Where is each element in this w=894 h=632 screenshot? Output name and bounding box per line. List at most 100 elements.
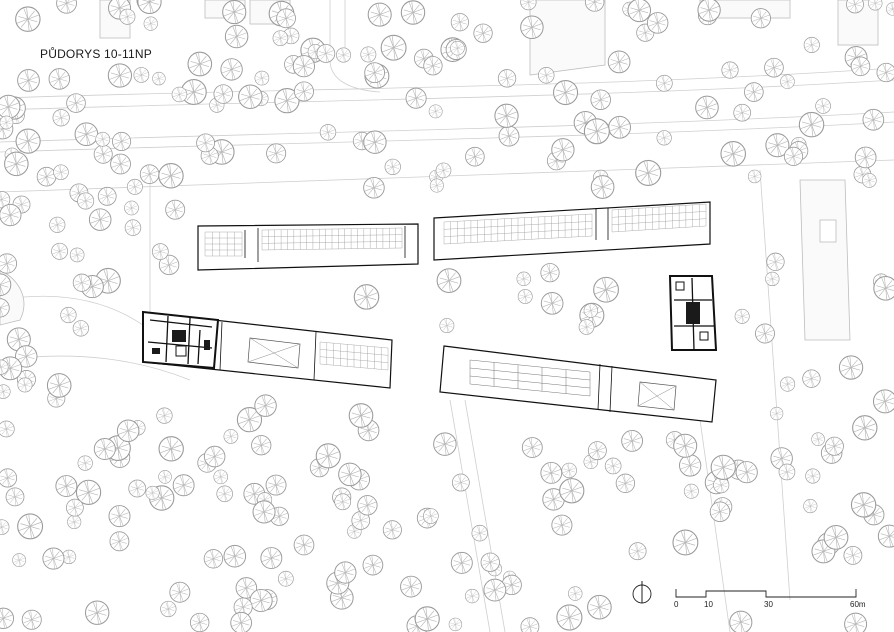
tree-canopy-icon <box>498 125 520 147</box>
tree-canopy-icon <box>764 57 784 78</box>
tree-canopy-icon <box>766 252 785 271</box>
tree-canopy-icon <box>72 320 89 337</box>
tree-canopy-icon <box>0 384 11 399</box>
tree-canopy-icon <box>293 81 314 102</box>
tree-canopy-icon <box>77 192 95 210</box>
tree-canopy-icon <box>17 377 33 393</box>
tree-canopy-icon <box>363 176 385 199</box>
tree-canopy-icon <box>292 55 315 78</box>
tree-canopy-icon <box>187 51 213 77</box>
tree-canopy-icon <box>116 419 140 442</box>
tree-canopy-icon <box>56 0 77 14</box>
tree-canopy-icon <box>93 438 116 460</box>
tree-canopy-icon <box>5 487 25 507</box>
tree-canopy-icon <box>220 58 243 81</box>
tree-canopy-icon <box>69 247 85 263</box>
tree-canopy-icon <box>729 610 753 632</box>
building-tower <box>668 275 718 351</box>
tree-canopy-icon <box>798 111 825 138</box>
tree-canopy-icon <box>844 612 868 632</box>
tree-canopy-icon <box>877 524 894 548</box>
tree-canopy-icon <box>780 74 795 89</box>
tree-canopy-icon <box>815 98 831 114</box>
tree-canopy-icon <box>128 479 147 498</box>
tree-canopy-icon <box>873 275 894 301</box>
tree-canopy-icon <box>583 118 610 145</box>
tree-canopy-icon <box>578 319 595 335</box>
tree-canopy-icon <box>590 89 611 111</box>
tree-canopy-icon <box>48 68 71 90</box>
tree-canopy-icon <box>720 141 746 167</box>
tree-canopy-icon <box>0 94 21 119</box>
tree-canopy-icon <box>655 74 673 92</box>
tree-canopy-icon <box>521 437 543 458</box>
tree-canopy-icon <box>316 44 336 63</box>
tree-canopy-icon <box>517 289 533 304</box>
tree-canopy-icon <box>222 0 247 25</box>
scale-tick-label: 60m <box>850 600 866 609</box>
tree-canopy-icon <box>278 570 294 587</box>
tree-canopy-icon <box>497 69 517 88</box>
tree-canopy-icon <box>483 578 507 602</box>
tree-canopy-icon <box>450 551 473 574</box>
tree-canopy-icon <box>494 103 519 128</box>
tree-canopy-icon <box>109 531 130 552</box>
tree-canopy-icon <box>251 435 272 456</box>
tree-canopy-icon <box>0 468 18 488</box>
tree-canopy-icon <box>556 604 583 631</box>
tree-canopy-icon <box>21 609 42 630</box>
tree-canopy-icon <box>126 178 143 195</box>
tree-canopy-icon <box>414 606 440 632</box>
tree-canopy-icon <box>334 493 352 511</box>
tree-canopy-icon <box>770 406 784 421</box>
tree-canopy-icon <box>12 553 27 568</box>
tree-canopy-icon <box>93 144 113 164</box>
tree-canopy-icon <box>249 588 273 613</box>
tree-canopy-icon <box>635 159 662 186</box>
tree-canopy-icon <box>143 16 158 31</box>
tree-canopy-icon <box>551 138 575 162</box>
tree-canopy-icon <box>158 163 184 189</box>
tree-canopy-icon <box>213 84 233 104</box>
tree-canopy-icon <box>886 2 894 16</box>
tree-canopy-icon <box>551 514 573 536</box>
tree-canopy-icon <box>428 104 443 119</box>
tree-canopy-icon <box>124 200 139 216</box>
tree-canopy-icon <box>850 492 877 518</box>
tree-canopy-icon <box>608 115 631 139</box>
tree-canopy-icon <box>628 542 647 561</box>
tree-canopy-icon <box>72 273 91 292</box>
tree-canopy-icon <box>583 303 599 318</box>
building-south-east <box>439 345 717 423</box>
tree-canopy-icon <box>216 485 233 503</box>
tree-canopy-icon <box>156 407 173 424</box>
tree-canopy-icon <box>593 276 619 303</box>
tree-canopy-icon <box>843 546 863 565</box>
tree-canopy-icon <box>679 454 702 477</box>
tree-canopy-icon <box>133 67 150 83</box>
tree-canopy-icon <box>74 122 99 147</box>
tree-canopy-icon <box>423 508 439 524</box>
tree-canopy-icon <box>862 108 885 131</box>
tree-canopy-icon <box>803 36 820 53</box>
tree-canopy-icon <box>272 30 289 47</box>
tree-canopy-icon <box>607 50 631 74</box>
tree-canopy-icon <box>66 93 86 113</box>
tree-canopy-icon <box>380 34 407 61</box>
tree-canopy-icon <box>811 432 825 446</box>
tree-canopy-icon <box>152 71 166 86</box>
tree-canopy-icon <box>471 524 488 542</box>
tree-canopy-icon <box>516 271 531 287</box>
tree-canopy-icon <box>604 457 622 475</box>
tree-canopy-icon <box>348 403 374 428</box>
tree-canopy-icon <box>823 524 849 550</box>
scale-tick-label: 0 <box>674 600 679 609</box>
tree-canopy-icon <box>15 6 41 32</box>
tree-canopy-icon <box>362 554 384 576</box>
tree-canopy-icon <box>367 2 392 27</box>
building-north-west <box>197 223 419 271</box>
tree-canopy-icon <box>405 87 427 109</box>
tree-canopy-icon <box>400 575 422 598</box>
tree-canopy-icon <box>112 131 132 151</box>
